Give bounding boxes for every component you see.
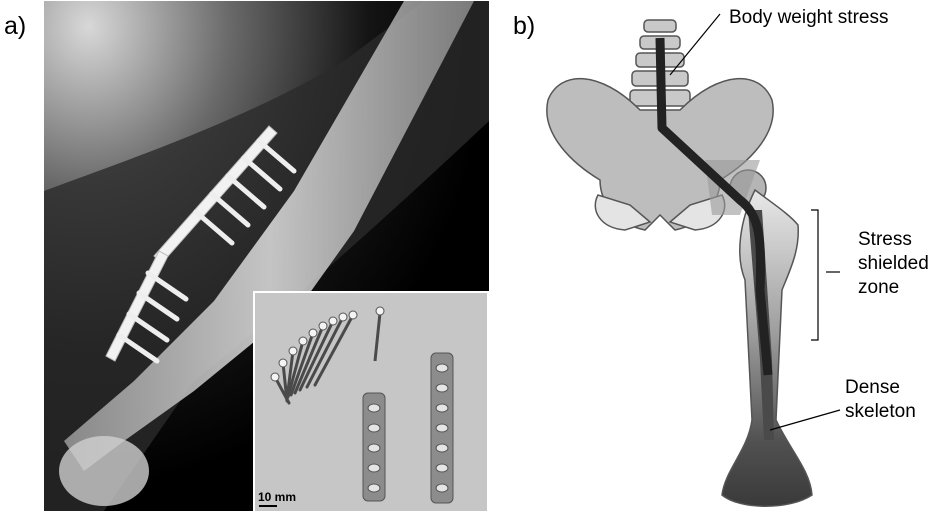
panel-b-label: b) <box>513 14 535 39</box>
dense-line-1: Dense <box>845 376 916 400</box>
body-weight-stress-label: Body weight stress <box>729 6 888 30</box>
scale-label: 10 mm <box>258 490 296 504</box>
dense-skeleton-leader <box>770 410 840 430</box>
stress-zone-line-1: Stress <box>858 228 929 252</box>
dense-line-2: skeleton <box>845 400 916 424</box>
stress-zone-line-2: shielded <box>858 252 929 276</box>
panel-a-label: a) <box>4 14 26 39</box>
stress-zone-bracket <box>811 210 818 340</box>
stress-shielded-zone-label: Stress shielded zone <box>858 228 929 299</box>
dense-skeleton-label: Dense skeleton <box>845 376 916 424</box>
stress-zone-line-3: zone <box>858 276 929 300</box>
implants-inset-photo <box>253 291 489 513</box>
